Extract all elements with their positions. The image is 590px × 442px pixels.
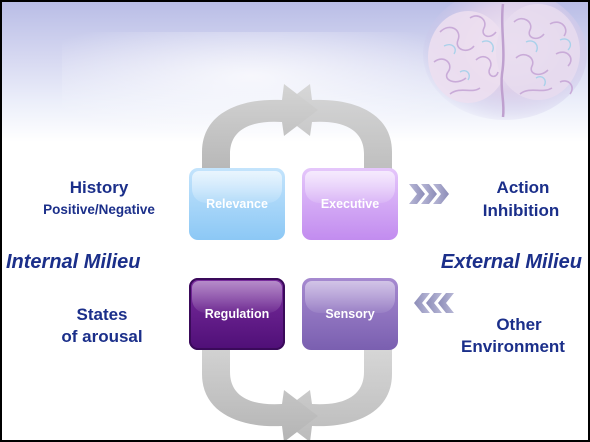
cycle-arrow-bottom <box>202 342 392 440</box>
triple-chevron-right-icon <box>409 184 449 204</box>
history-sub-label: Positive/Negative <box>43 202 155 217</box>
box-gloss <box>305 171 395 203</box>
relevance-label: Relevance <box>206 197 268 211</box>
box-gloss <box>192 281 282 313</box>
box-gloss <box>192 171 282 203</box>
triple-chevron-left-icon <box>414 293 454 313</box>
sensory-label: Sensory <box>325 307 375 321</box>
regulation-box: Regulation <box>189 278 285 350</box>
executive-box: Executive <box>302 168 398 240</box>
other-label: Other <box>496 315 542 334</box>
states-label: States <box>76 305 128 324</box>
relevance-box: Relevance <box>189 168 285 240</box>
cycle-arrow-top <box>202 84 392 180</box>
header-glow <box>62 32 482 142</box>
inhibition-label: Inhibition <box>482 201 560 220</box>
sensory-box: Sensory <box>302 278 398 350</box>
brain-image <box>423 2 587 120</box>
external-milieu-label: External Milieu <box>440 251 582 273</box>
environment-label: Environment <box>461 337 565 356</box>
regulation-label: Regulation <box>204 307 270 321</box>
internal-milieu-label: Internal Milieu <box>6 251 141 273</box>
arousal-label: of arousal <box>61 327 143 346</box>
history-label: History <box>69 178 129 197</box>
action-label: Action <box>496 178 550 197</box>
box-gloss <box>305 281 395 313</box>
executive-label: Executive <box>320 197 380 211</box>
